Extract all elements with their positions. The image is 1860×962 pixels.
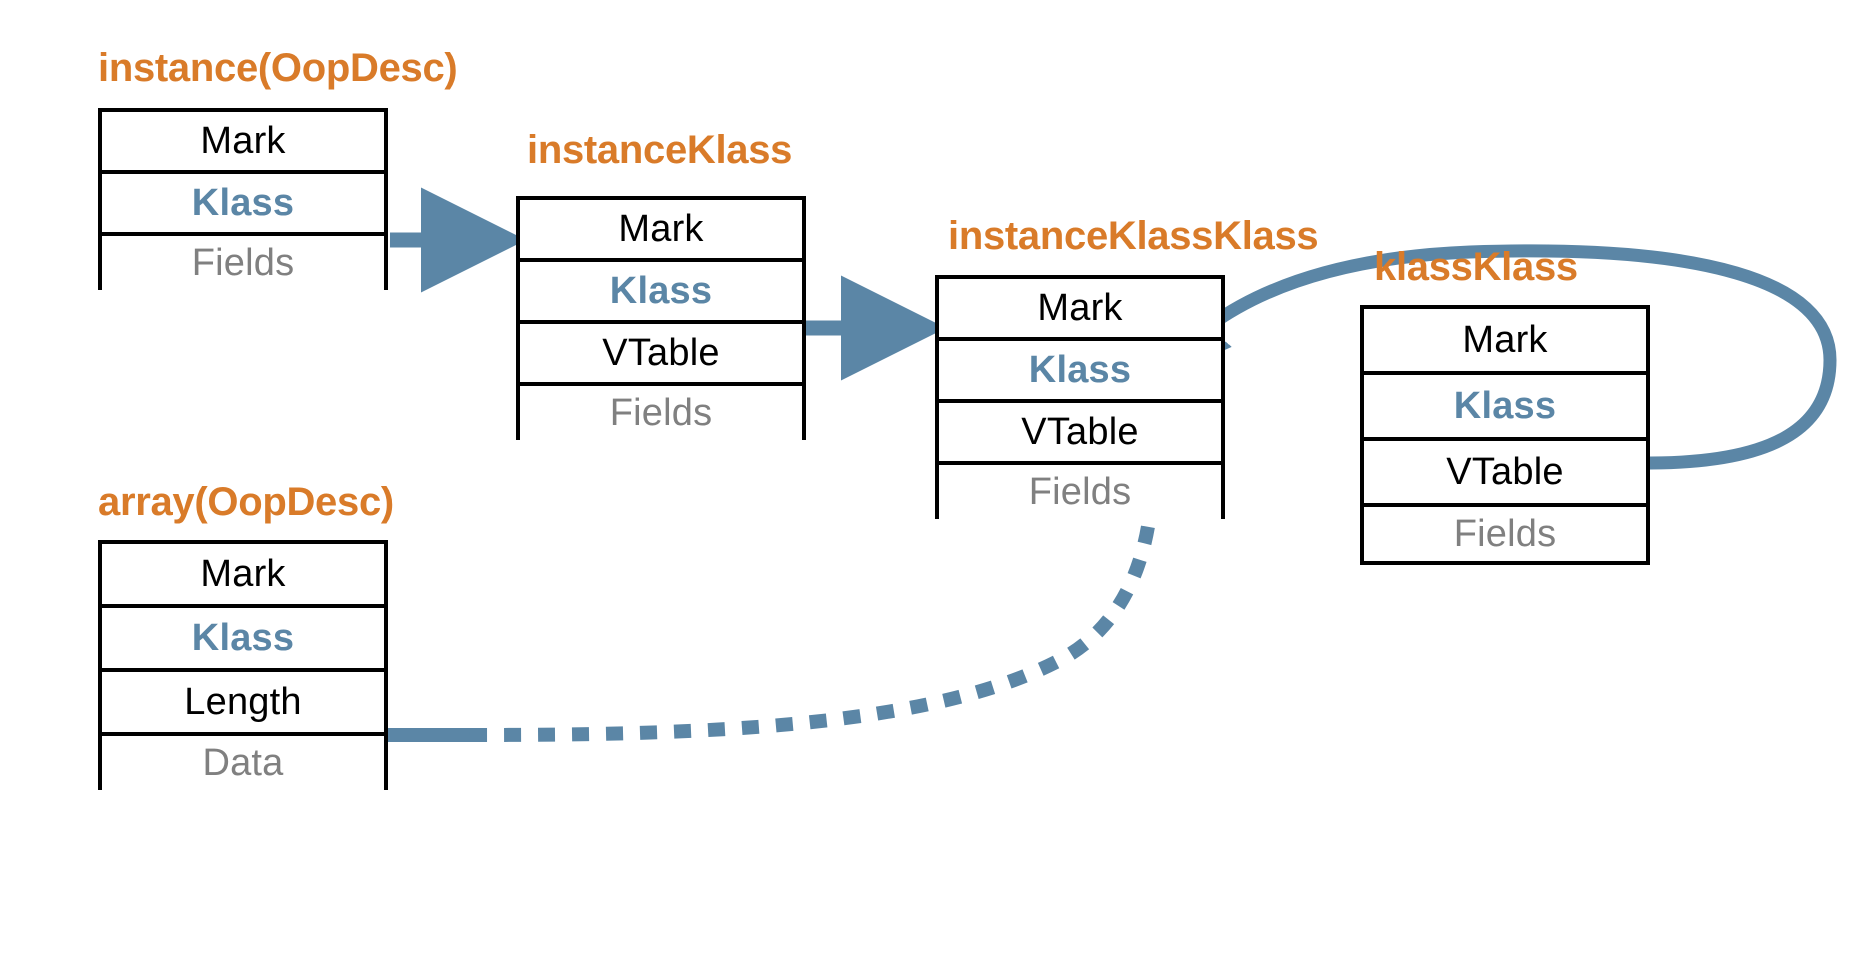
- field-row-fields: Fields: [1364, 507, 1646, 561]
- field-row-klass[interactable]: Klass: [102, 174, 384, 236]
- struct-array-oopdesc[interactable]: Mark Klass Length Data: [98, 540, 388, 790]
- caption-array-oopdesc: array(OopDesc): [98, 480, 394, 524]
- field-row-mark: Mark: [102, 112, 384, 174]
- field-row-mark: Mark: [520, 200, 802, 262]
- struct-instance-klass-klass[interactable]: Mark Klass VTable Fields: [935, 275, 1225, 519]
- field-row-data: Data: [102, 736, 384, 790]
- field-row-length: Length: [102, 672, 384, 736]
- struct-instance-klass[interactable]: Mark Klass VTable Fields: [516, 196, 806, 440]
- struct-klass-klass[interactable]: Mark Klass VTable Fields: [1360, 305, 1650, 565]
- field-row-klass[interactable]: Klass: [102, 608, 384, 672]
- field-row-fields: Fields: [939, 465, 1221, 519]
- field-row-fields: Fields: [520, 386, 802, 440]
- struct-instance-oopdesc[interactable]: Mark Klass Fields: [98, 108, 388, 290]
- field-row-klass[interactable]: Klass: [939, 341, 1221, 403]
- field-row-vtable: VTable: [939, 403, 1221, 465]
- field-row-klass[interactable]: Klass: [1364, 375, 1646, 441]
- caption-instance-klass-klass: instanceKlassKlass: [948, 214, 1319, 258]
- caption-instance-klass: instanceKlass: [527, 128, 793, 172]
- caption-klass-klass: klassKlass: [1374, 245, 1578, 289]
- field-row-mark: Mark: [939, 279, 1221, 341]
- field-row-vtable: VTable: [520, 324, 802, 386]
- field-row-fields: Fields: [102, 236, 384, 290]
- field-row-mark: Mark: [1364, 309, 1646, 375]
- field-row-vtable: VTable: [1364, 441, 1646, 507]
- caption-instance-oopdesc: instance(OopDesc): [98, 46, 458, 90]
- field-row-klass[interactable]: Klass: [520, 262, 802, 324]
- field-row-mark: Mark: [102, 544, 384, 608]
